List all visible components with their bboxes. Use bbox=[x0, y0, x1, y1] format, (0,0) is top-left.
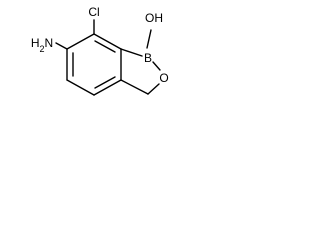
molecule-diagram: Cl OH H2N B O bbox=[0, 0, 197, 133]
atom-label-ring-oxygen: O bbox=[159, 71, 168, 85]
double-bond-c1-c2 bbox=[94, 40, 116, 53]
atom-label-boron: B bbox=[144, 51, 152, 65]
bond-c1-c2 bbox=[93, 33, 122, 50]
bond-b-oh bbox=[146, 29, 152, 49]
bond-c6-c1 bbox=[66, 33, 95, 50]
bond-o-ch2 bbox=[147, 83, 160, 95]
bond-b-o bbox=[152, 61, 161, 71]
bond-ch2-c bbox=[120, 79, 149, 95]
double-bond-c3-c4 bbox=[94, 76, 116, 89]
bond-c-b bbox=[120, 48, 143, 57]
atom-label-hydroxyl: OH bbox=[145, 11, 163, 25]
bond-c-n bbox=[55, 42, 68, 50]
atom-label-chlorine: Cl bbox=[88, 5, 99, 19]
bond-c3-c4 bbox=[93, 79, 122, 96]
structure-drawing: Cl OH H2N B O bbox=[31, 5, 169, 96]
bond-c4-c5 bbox=[66, 79, 95, 96]
atom-label-amine: H2N bbox=[31, 36, 53, 54]
